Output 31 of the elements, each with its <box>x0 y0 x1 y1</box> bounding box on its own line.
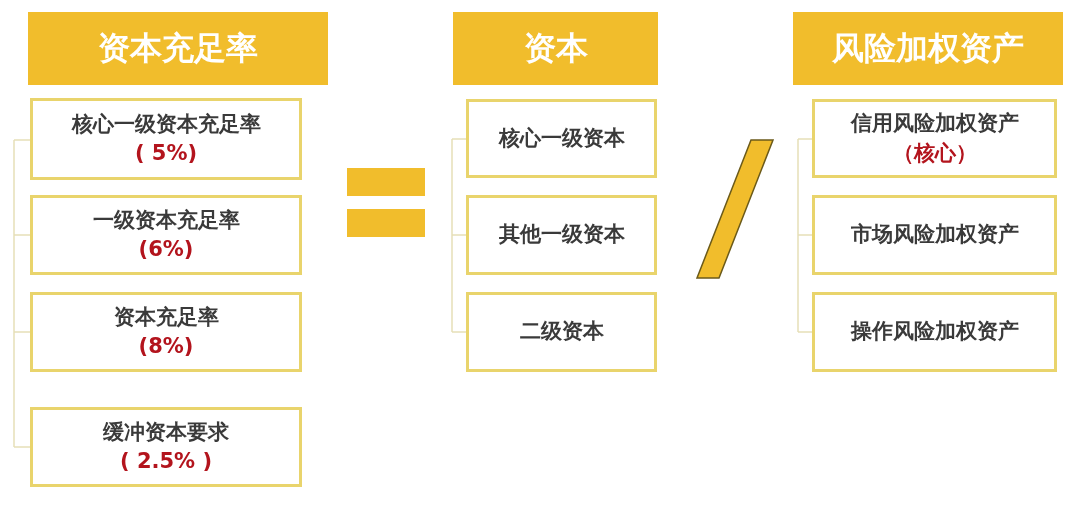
item-box <box>30 195 302 275</box>
percentage-value: （核心） <box>892 139 977 167</box>
item-box <box>812 99 1057 178</box>
header-banner <box>453 12 658 85</box>
item-box <box>30 98 302 180</box>
item-label: 核心一级资本 <box>498 124 625 152</box>
item-label: 核心一级资本充足率 <box>71 110 261 138</box>
item-box <box>466 99 657 178</box>
item-box <box>30 292 302 372</box>
item-label: 市场风险加权资产 <box>850 221 1019 249</box>
item-label: 信用风险加权资产 <box>850 110 1019 138</box>
percentage-value: (6%) <box>138 236 194 263</box>
item-box <box>466 292 657 372</box>
item-label: 资本充足率 <box>113 303 219 331</box>
percentage-value: ( 5%) <box>134 140 198 167</box>
item-label: 操作风险加权资产 <box>850 318 1019 346</box>
item-box <box>466 195 657 275</box>
item-label: 二级资本 <box>519 318 604 346</box>
header-banner <box>793 12 1063 85</box>
header-title: 风险加权资产 <box>832 27 1024 69</box>
item-label: 一级资本充足率 <box>92 206 240 234</box>
item-label: 其他一级资本 <box>498 221 625 249</box>
percentage-value: ( 2.5% ) <box>119 448 213 475</box>
percentage-value: (8%) <box>138 333 194 360</box>
item-label: 缓冲资本要求 <box>103 418 229 446</box>
header-banner <box>28 12 328 85</box>
item-box <box>812 195 1057 275</box>
header-title: 资本充足率 <box>98 27 258 69</box>
header-title: 资本 <box>523 27 588 69</box>
item-box <box>812 292 1057 372</box>
item-box <box>30 407 302 487</box>
